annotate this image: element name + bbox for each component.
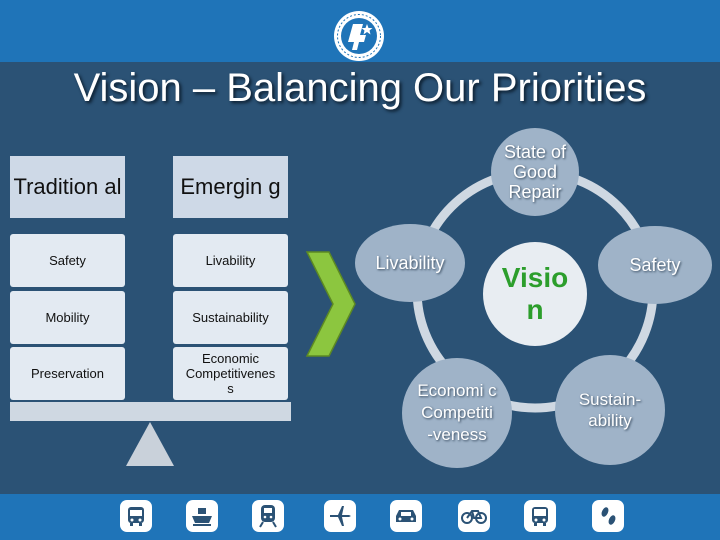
cell-safety: Safety bbox=[10, 234, 125, 287]
cell-livability: Livability bbox=[173, 234, 288, 287]
header-emerging: Emergin g bbox=[173, 156, 288, 218]
ship-icon bbox=[186, 500, 218, 532]
bus-front-icon bbox=[524, 500, 556, 532]
cell-sustainability: Sustainability bbox=[173, 291, 288, 344]
node-state-of-good-repair: State of Good Repair bbox=[491, 128, 579, 216]
node-livability: Livability bbox=[355, 224, 465, 302]
bus-icon bbox=[120, 500, 152, 532]
chevron-arrow-icon bbox=[305, 251, 356, 357]
balance-beam bbox=[10, 402, 291, 421]
cell-mobility: Mobility bbox=[10, 291, 125, 344]
node-safety: Safety bbox=[598, 226, 712, 304]
node-sustainability: Sustain- ability bbox=[555, 355, 665, 465]
vision-center: Visio n bbox=[483, 242, 587, 346]
balance-fulcrum bbox=[126, 422, 174, 466]
footprints-icon bbox=[592, 500, 624, 532]
cell-preservation: Preservation bbox=[10, 347, 125, 400]
node-economic-competitiveness: Economi c Competiti -veness bbox=[402, 358, 512, 468]
mndot-logo bbox=[334, 11, 384, 61]
airplane-icon bbox=[324, 500, 356, 532]
header-traditional: Tradition al bbox=[10, 156, 125, 218]
car-icon bbox=[390, 500, 422, 532]
cell-economic-competitiveness: Economic Competitivenes s bbox=[173, 347, 288, 400]
train-icon bbox=[252, 500, 284, 532]
bicycle-icon bbox=[458, 500, 490, 532]
slide-title: Vision – Balancing Our Priorities bbox=[73, 66, 647, 110]
